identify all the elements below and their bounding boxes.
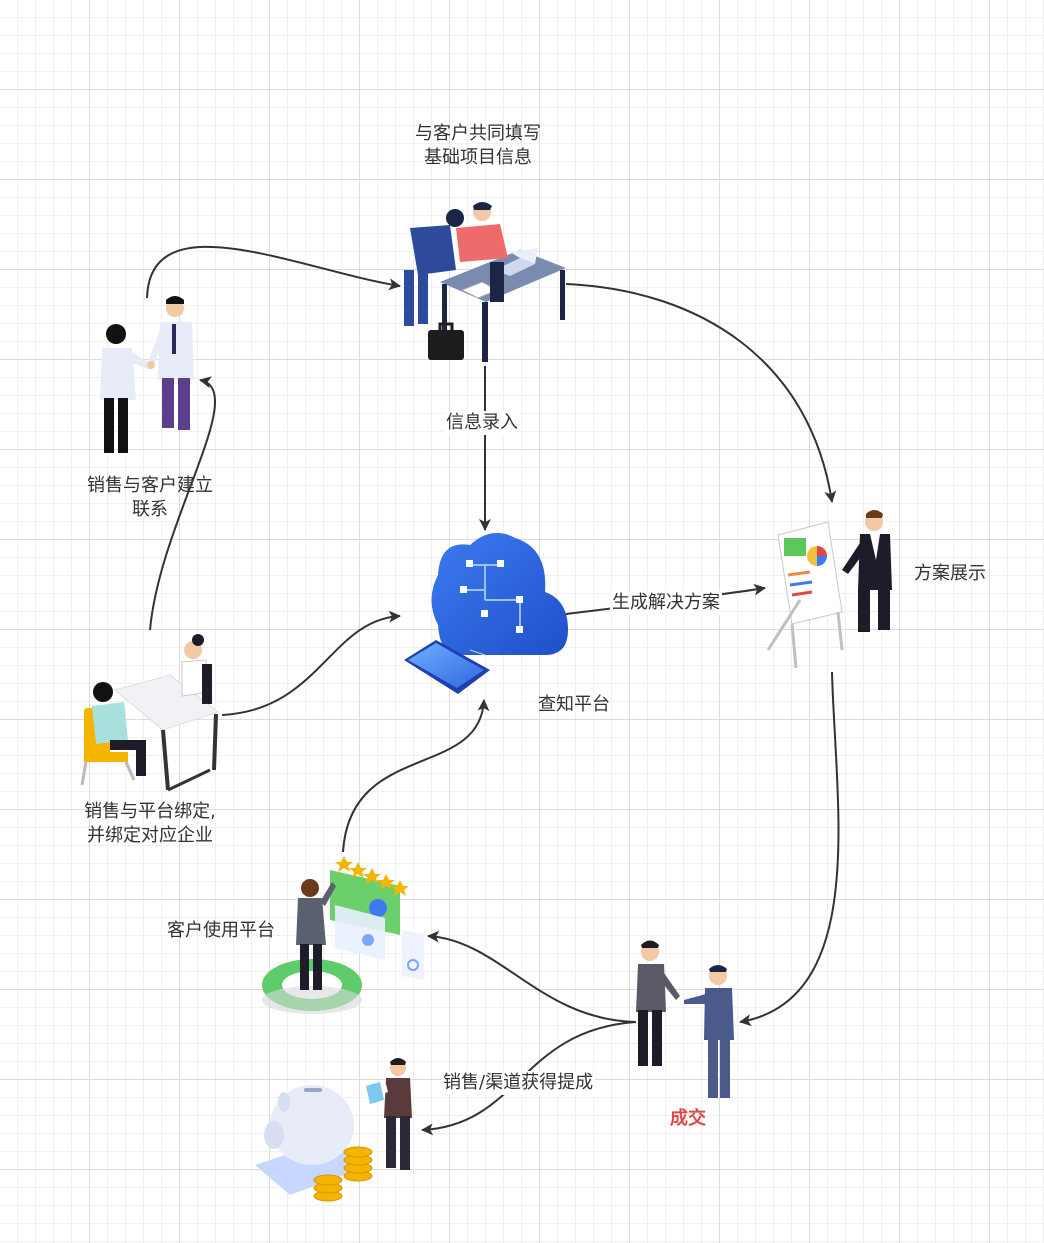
commission-label: 销售/渠道获得提成 (441, 1071, 596, 1095)
platform-label: 查知平台 (538, 694, 610, 715)
info-entry-edge-label: 信息录入 (444, 411, 520, 435)
fill-info-label: 与客户共同填写 基础项目信息 (400, 122, 556, 170)
bind-label-line2: 并绑定对应企业 (87, 825, 213, 846)
arrow-customer-to-platform (342, 699, 490, 853)
contact-label: 销售与客户建立 联系 (72, 474, 228, 522)
arrow-deal-to-customer (427, 930, 637, 1023)
arrow-bind-to-platform (221, 610, 401, 716)
arrow-bind-to-contact (149, 376, 217, 631)
deal-handshake-icon (636, 940, 734, 1098)
arrow-proposal-to-deal (739, 671, 840, 1027)
customer-platform-icon (262, 856, 424, 1014)
meeting-desk-icon (80, 634, 220, 792)
piggy-bank-money-icon (255, 1058, 412, 1202)
contact-label-line1: 销售与客户建立 (87, 475, 213, 496)
bind-label: 销售与平台绑定, 并绑定对应企业 (70, 800, 230, 848)
fill-info-label-line2: 基础项目信息 (424, 147, 532, 168)
cloud-platform-icon (404, 532, 568, 694)
arrow-contact-to-fillinfo (146, 245, 401, 299)
contact-label-line2: 联系 (132, 499, 168, 520)
proposal-label: 方案展示 (914, 563, 986, 584)
generate-solution-edge-label: 生成解决方案 (610, 591, 722, 615)
fill-info-label-line1: 与客户共同填写 (415, 123, 541, 144)
collaboration-desk-icon (404, 202, 566, 362)
arrow-fillinfo-to-proposal (565, 283, 837, 503)
customer-use-label: 客户使用平台 (167, 920, 275, 941)
deal-label: 成交 (670, 1108, 706, 1129)
presentation-board-icon (766, 510, 892, 669)
bind-label-line1: 销售与平台绑定, (84, 801, 216, 822)
handshake-people-icon (100, 296, 194, 453)
